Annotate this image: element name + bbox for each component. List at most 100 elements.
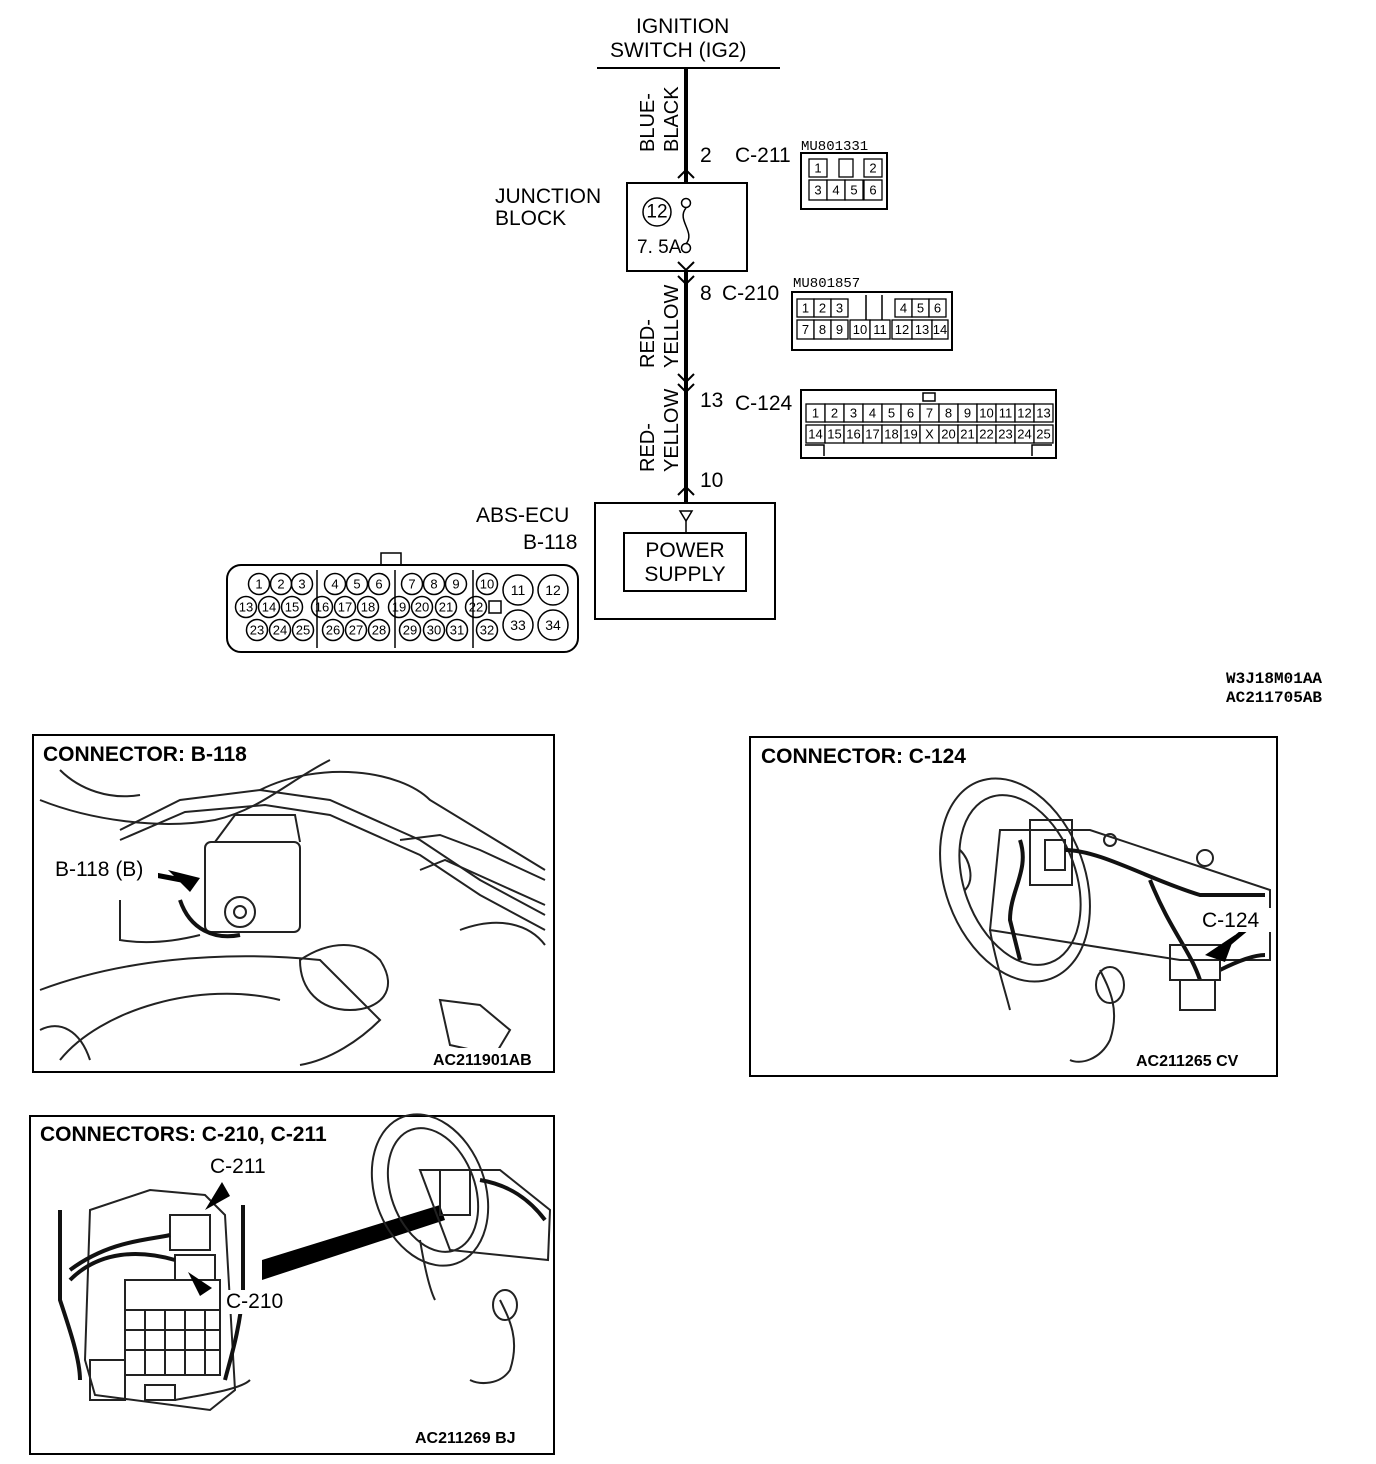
- fuse-element: [682, 207, 690, 245]
- c210-row2: 7 8 9 10 11 12 13 14: [796, 319, 949, 340]
- b118-pin-34: 34: [545, 617, 561, 633]
- gear-lever-small: [469, 1299, 516, 1384]
- b118-cavity-25: [291, 618, 315, 642]
- c210-key-slot: [865, 295, 883, 320]
- panel-c124-title-bg: [759, 744, 999, 770]
- b118-cavity-5: [345, 572, 369, 596]
- b118-cavity-17: [333, 595, 357, 619]
- harness-c124-b: [1064, 848, 1265, 897]
- dash-vent: [959, 849, 972, 891]
- panel-c124-code: AC211265 CV: [1136, 1053, 1239, 1070]
- c210-pin-7: 7: [802, 322, 809, 337]
- b118-row1: 1 2 3 4 5 6 7 8 9 10 11 12: [247, 572, 569, 606]
- c124-pin-9: 9: [964, 406, 971, 421]
- gear-knob-small: [492, 1289, 518, 1321]
- b118-cavity-18: [356, 595, 380, 619]
- c124-pin-6: 6: [907, 406, 914, 421]
- brake-pipe-2: [119, 803, 546, 931]
- b118-cavity-11: [502, 574, 534, 606]
- column-module: [1044, 839, 1066, 871]
- b118-pin-2: 2: [277, 577, 284, 592]
- b118-cavity-3: [290, 572, 314, 596]
- connector-label-c210: C-210: [722, 282, 779, 305]
- fuse-number: 12: [646, 202, 667, 223]
- b118-pin-28: 28: [372, 623, 386, 638]
- c210-cell-14: [931, 319, 949, 340]
- fuse-rating: 7. 5A: [637, 237, 682, 258]
- c124-pin-20: 20: [941, 427, 955, 442]
- b118-pin-13: 13: [239, 600, 253, 615]
- b118-cavity-4: [323, 572, 347, 596]
- c210-pin-12: 12: [895, 322, 909, 337]
- b118-cavity-7: [400, 572, 424, 596]
- b118-cavity-14: [257, 595, 281, 619]
- b118-cavity-28: [367, 618, 391, 642]
- b118-cavity-26: [321, 618, 345, 642]
- c211-pin-3: 3: [814, 183, 821, 198]
- dash-fastener-2: [1103, 833, 1117, 847]
- b118-cavity-31: [445, 618, 469, 642]
- b118-pin-18: 18: [361, 600, 375, 615]
- junction-relay-area: [124, 1309, 221, 1376]
- junction-block-label-line1: JUNCTION: [495, 185, 601, 208]
- c210-pin-8: 8: [819, 322, 826, 337]
- callout-arrow-shaft-c124: [1213, 928, 1247, 957]
- b118-cavity-34: [537, 609, 569, 641]
- c210-pin-5: 5: [917, 301, 924, 316]
- b118-cavity-1: [247, 572, 271, 596]
- pin-label-c211: 2: [700, 144, 712, 167]
- abs-hydraulic-unit: [204, 841, 301, 933]
- b118-pin-22: 22: [469, 600, 483, 615]
- b118-housing: [226, 564, 579, 653]
- c124-pin-10: 10: [979, 406, 993, 421]
- callout-b118: B-118 (B): [55, 858, 143, 881]
- panel-c210-c211-code: AC211269 BJ: [415, 1430, 516, 1447]
- c211-cell-1: [808, 158, 828, 178]
- c210-cell-3: [830, 298, 849, 318]
- c124-row2: 14 15 16 17 18 19 X 20 21 22 23 24 25: [805, 424, 1054, 444]
- c210-cell-6: [928, 298, 947, 318]
- connector-chevron-c124-top: [677, 373, 695, 384]
- c210-pin-11: 11: [873, 322, 887, 337]
- b118-pin-33: 33: [510, 617, 526, 633]
- junction-block-illustration: [58, 1113, 552, 1412]
- dash-fastener-1: [1196, 849, 1214, 867]
- master-cylinder: [298, 944, 390, 1012]
- b118-pin-8: 8: [430, 577, 437, 592]
- b118-pin-7: 7: [408, 577, 415, 592]
- wire-color-lower-line1: RED-: [637, 423, 659, 472]
- steering-wheel-small: [370, 1113, 490, 1267]
- c210-pin-13: 13: [915, 322, 929, 337]
- abs-unit-top: [214, 814, 301, 843]
- panel-c124-code-bg: [1133, 1050, 1261, 1072]
- c210-pin-6: 6: [934, 301, 941, 316]
- b118-pin-30: 30: [427, 623, 441, 638]
- junction-grid: [125, 1310, 220, 1375]
- c124-row1: 1 2 3 4 5 6 7 8 9 10 11 12 13: [805, 403, 1054, 423]
- power-supply-block: [623, 532, 747, 592]
- c210-cell-9: [830, 319, 849, 340]
- b118-pin-3: 3: [298, 577, 305, 592]
- c211-pin-5: 5: [850, 183, 857, 198]
- b118-pin-11: 11: [511, 582, 526, 598]
- b118-pin-27: 27: [349, 623, 363, 638]
- b118-pin-12: 12: [545, 582, 561, 598]
- c124-housing: [800, 389, 1057, 459]
- c124-pin-14: 14: [808, 427, 822, 442]
- abs-motor-core: [233, 905, 247, 919]
- callout-c124-bg: [1200, 908, 1272, 932]
- b118-pin-15: 15: [285, 600, 299, 615]
- c210-pin-10: 10: [853, 322, 867, 337]
- b118-cavity-30: [422, 618, 446, 642]
- c210-pin-14: 14: [933, 322, 947, 337]
- b118-cavity-22: [464, 595, 488, 619]
- c211-pin-6: 6: [869, 183, 876, 198]
- c124-pin-18: 18: [884, 427, 898, 442]
- panel-b118-code-bg: [430, 1048, 550, 1070]
- c124-pin-15: 15: [827, 427, 841, 442]
- b118-cavity-6: [367, 572, 391, 596]
- c211-cell-2: [863, 158, 883, 178]
- wire-color-middle-line1: RED-: [637, 319, 659, 368]
- c210-pin-3: 3: [836, 301, 843, 316]
